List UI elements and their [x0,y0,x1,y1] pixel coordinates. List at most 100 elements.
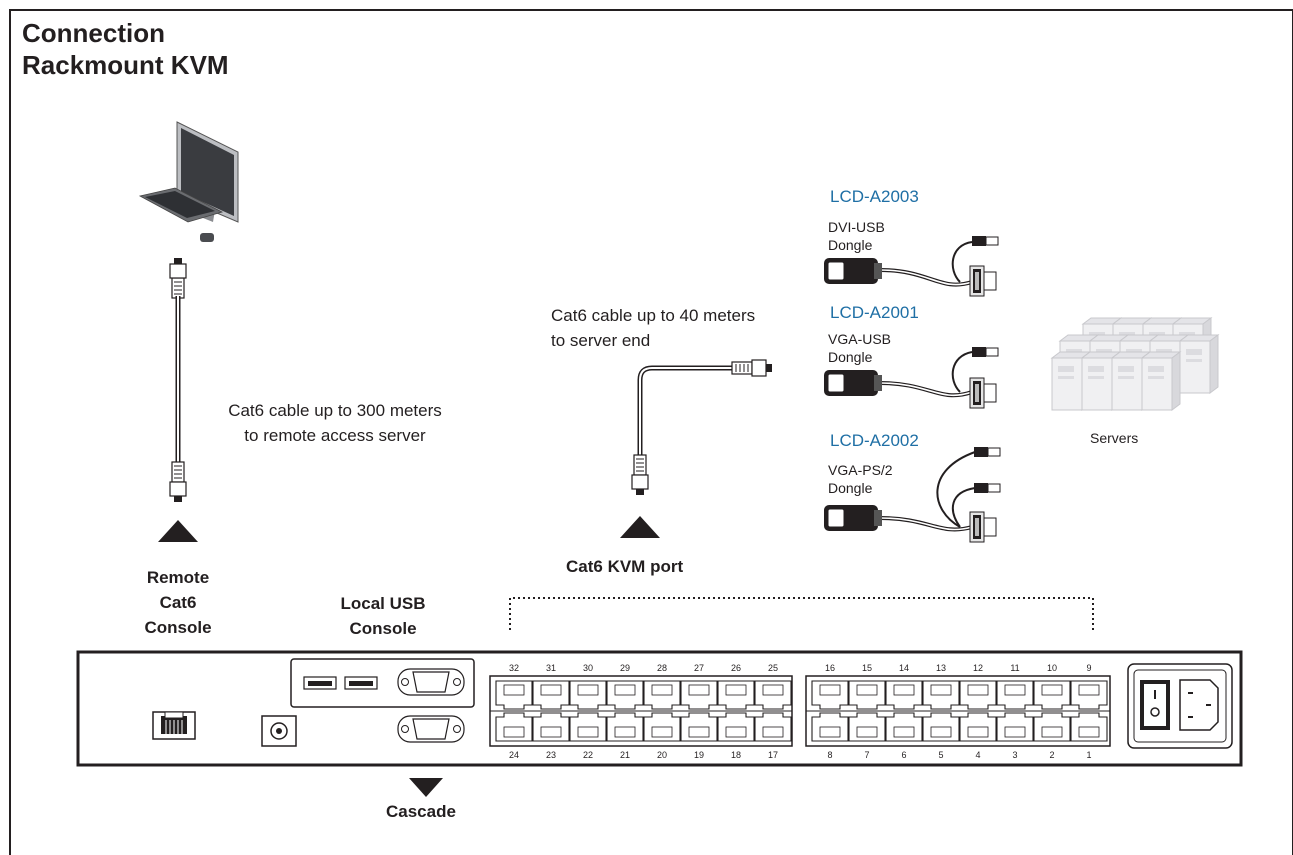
port-number-14: 14 [899,663,909,673]
kvm-port-label: Cat6 KVM port [566,557,684,576]
rj45-port-14 [885,680,923,710]
port-number-1: 1 [1086,750,1091,760]
port-number-4: 4 [975,750,980,760]
dongle-model-a2003: LCD-A2003 [830,187,919,206]
remote-rj45-jack [152,711,196,740]
port-number-18: 18 [731,750,741,760]
rj45-port-16 [811,680,849,710]
port-number-21: 21 [620,750,630,760]
rj45-port-32 [495,680,533,710]
dongle-desc-a2002: VGA-PS/2 Dongle [828,461,893,497]
port-number-22: 22 [583,750,593,760]
rj45-port-10 [1033,680,1071,710]
rj45-port-21 [606,712,644,742]
dongle-icon [823,346,999,409]
port-number-8: 8 [827,750,832,760]
triangle-up-icon [620,516,660,538]
local-console-panel [290,658,475,708]
rj45-port-4 [959,712,997,742]
rj45-port-9 [1070,680,1108,710]
port-number-19: 19 [694,750,704,760]
server-cable-label: Cat6 cable up to 40 meters to server end [551,305,821,352]
rj45-port-1 [1070,712,1108,742]
dongle-desc-a2003: DVI-USB Dongle [828,218,885,254]
port-group-bracket [509,597,1094,630]
port-number-9: 9 [1086,663,1091,673]
remote-console-line-1: Remote [146,568,210,587]
rj45-port-17 [754,712,792,742]
port-number-23: 23 [546,750,556,760]
port-number-3: 3 [1012,750,1017,760]
rj45-port-2 [1033,712,1071,742]
rj45-port-12 [959,680,997,710]
remote-cable-label-line-1: Cat6 cable up to 300 meters [228,401,442,420]
remote-cable-label: Cat6 cable up to 300 meters to remote ac… [170,400,500,447]
port-number-2: 2 [1049,750,1054,760]
local-console-label: Local USB Console [318,591,448,641]
port-number-24: 24 [509,750,519,760]
dongle-model-a2001: LCD-A2001 [830,303,919,322]
cascade-label: Cascade [386,802,456,821]
port-number-32: 32 [509,663,519,673]
cascade-vga-port [397,715,465,743]
port-number-31: 31 [546,663,556,673]
dongle-desc-line-1: DVI-USB [828,219,885,235]
title-line-1: Connection [22,18,165,48]
title-line-2: Rackmount KVM [22,50,229,80]
rj45-port-6 [885,712,923,742]
dongle-model-a2002: LCD-A2002 [830,431,919,450]
rj45-port-26 [717,680,755,710]
server-cable [631,359,773,496]
dongle-icon [823,235,999,297]
dongle-desc-line-1: VGA-PS/2 [828,462,893,478]
local-console-line-1: Local USB [340,594,426,613]
rj45-port-27 [680,680,718,710]
rj45-port-24 [495,712,533,742]
dc-power-jack [261,715,297,747]
rj45-port-31 [532,680,570,710]
remote-console-label: Remote Cat6 Console [118,565,238,640]
local-console-line-2: Console [349,619,417,638]
port-number-15: 15 [862,663,872,673]
rj45-port-13 [922,680,960,710]
rj45-port-25 [754,680,792,710]
port-number-17: 17 [768,750,778,760]
triangle-down-icon [409,778,443,797]
remote-cable-label-line-2: to remote access server [244,426,426,445]
port-number-27: 27 [694,663,704,673]
rj45-plug-icon [169,461,187,503]
port-number-26: 26 [731,663,741,673]
rj45-port-29 [606,680,644,710]
rj45-port-3 [996,712,1034,742]
port-number-28: 28 [657,663,667,673]
rj45-port-22 [569,712,607,742]
port-number-20: 20 [657,750,667,760]
port-number-13: 13 [936,663,946,673]
port-number-12: 12 [973,663,983,673]
remote-console-line-3: Console [144,618,212,637]
rj45-port-19 [680,712,718,742]
port-number-6: 6 [901,750,906,760]
port-number-7: 7 [864,750,869,760]
dongle-desc-line-2: Dongle [828,349,873,365]
rj45-port-11 [996,680,1034,710]
servers-label: Servers [1090,430,1139,446]
rj45-port-8 [811,712,849,742]
port-number-29: 29 [620,663,630,673]
triangle-up-icon [158,520,198,542]
dongle-icon [823,446,1001,543]
server-cable-label-line-2: to server end [551,331,651,350]
server-icon [1051,317,1219,411]
port-number-30: 30 [583,663,593,673]
port-number-10: 10 [1047,663,1057,673]
rj45-port-7 [848,712,886,742]
rj45-port-15 [848,680,886,710]
rj45-port-18 [717,712,755,742]
remote-console-line-2: Cat6 [159,593,197,612]
rj45-port-23 [532,712,570,742]
power-switch-icon [1140,680,1170,730]
port-number-16: 16 [825,663,835,673]
server-cable-label-line-1: Cat6 cable up to 40 meters [551,306,756,325]
rj45-port-30 [569,680,607,710]
dongle-desc-line-2: Dongle [828,480,873,496]
